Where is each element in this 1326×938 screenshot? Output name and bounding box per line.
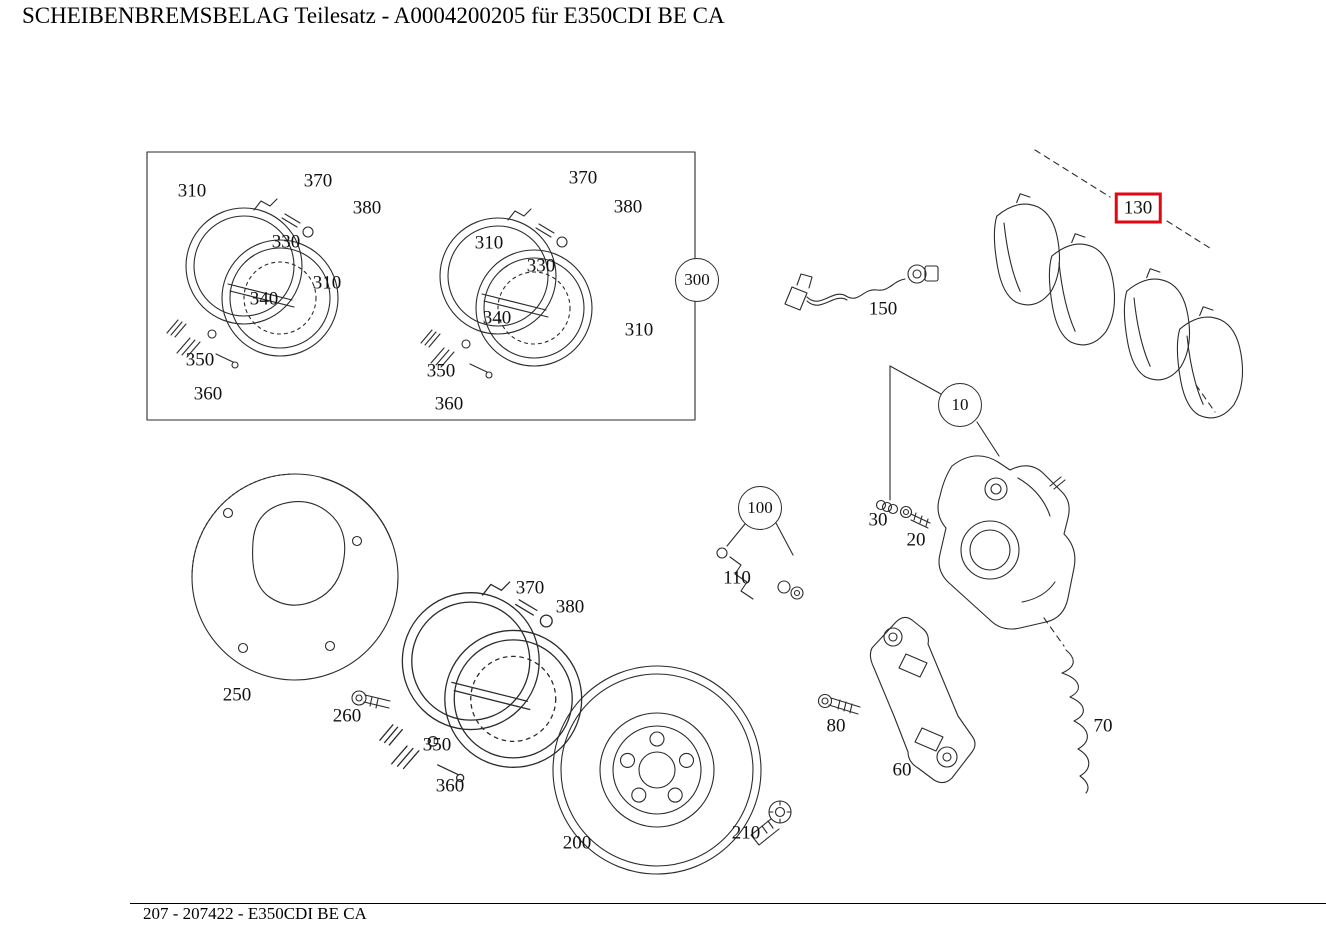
wear-sensor-drawing — [784, 264, 939, 311]
part-label-350[interactable]: 350 — [185, 349, 215, 371]
bolt-260-drawing — [351, 690, 391, 709]
part-label-360[interactable]: 360 — [193, 383, 223, 405]
part-label-80[interactable]: 80 — [826, 715, 846, 737]
part-label-110[interactable]: 110 — [723, 567, 751, 589]
spring-30-drawing — [875, 499, 899, 515]
group-box-300 — [146, 151, 696, 421]
bolt-80-drawing — [817, 693, 861, 715]
part-label-210[interactable]: 210 — [731, 822, 761, 844]
part-label-200[interactable]: 200 — [562, 832, 592, 854]
part-label-340[interactable]: 340 — [249, 288, 279, 310]
part-label-370[interactable]: 370 — [568, 167, 598, 189]
part-label-130-highlighted[interactable]: 130 — [1114, 192, 1162, 224]
part-label-250[interactable]: 250 — [222, 684, 252, 706]
brake-disc-drawing — [552, 665, 762, 875]
part-label-340[interactable]: 340 — [482, 307, 512, 329]
part-label-350[interactable]: 350 — [426, 360, 456, 382]
part-label-30[interactable]: 30 — [868, 509, 888, 531]
part-label-310[interactable]: 310 — [312, 272, 342, 294]
part-label-330[interactable]: 330 — [526, 255, 556, 277]
caliper-carrier-drawing — [869, 616, 976, 784]
part-label-380[interactable]: 380 — [613, 196, 643, 218]
balloon-300[interactable]: 300 — [675, 258, 719, 302]
caliper-drawing — [889, 365, 1076, 630]
shoe-assembly-lower-drawing — [379, 581, 583, 783]
sensor-clip-drawing — [716, 522, 804, 600]
part-label-370[interactable]: 370 — [303, 170, 333, 192]
part-label-150[interactable]: 150 — [868, 298, 898, 320]
page-title: SCHEIBENBREMSBELAG Teilesatz - A00042002… — [22, 3, 725, 28]
part-label-380[interactable]: 380 — [555, 596, 585, 618]
balloon-100[interactable]: 100 — [738, 486, 782, 530]
part-label-60[interactable]: 60 — [892, 759, 912, 781]
part-label-380[interactable]: 380 — [352, 197, 382, 219]
shoe-assembly-right-drawing — [420, 208, 593, 379]
part-label-360[interactable]: 360 — [435, 775, 465, 797]
part-label-370[interactable]: 370 — [515, 577, 545, 599]
part-label-310[interactable]: 310 — [624, 319, 654, 341]
spring-clip-drawing — [1043, 617, 1090, 794]
part-label-360[interactable]: 360 — [434, 393, 464, 415]
part-label-310[interactable]: 310 — [177, 180, 207, 202]
part-label-310[interactable]: 310 — [474, 232, 504, 254]
footer-divider — [130, 903, 1326, 904]
brake-pads-drawing — [985, 149, 1252, 423]
part-label-260[interactable]: 260 — [332, 705, 362, 727]
footer-text: 207 - 207422 - E350CDI BE CA — [143, 904, 367, 923]
balloon-10[interactable]: 10 — [938, 383, 982, 427]
part-label-330[interactable]: 330 — [271, 231, 301, 253]
bolt-210-drawing — [750, 800, 792, 846]
part-label-350[interactable]: 350 — [422, 734, 452, 756]
part-label-20[interactable]: 20 — [906, 529, 926, 551]
bolt-20-drawing — [899, 505, 931, 529]
part-label-70[interactable]: 70 — [1093, 715, 1113, 737]
dust-shield-drawing — [191, 473, 399, 681]
